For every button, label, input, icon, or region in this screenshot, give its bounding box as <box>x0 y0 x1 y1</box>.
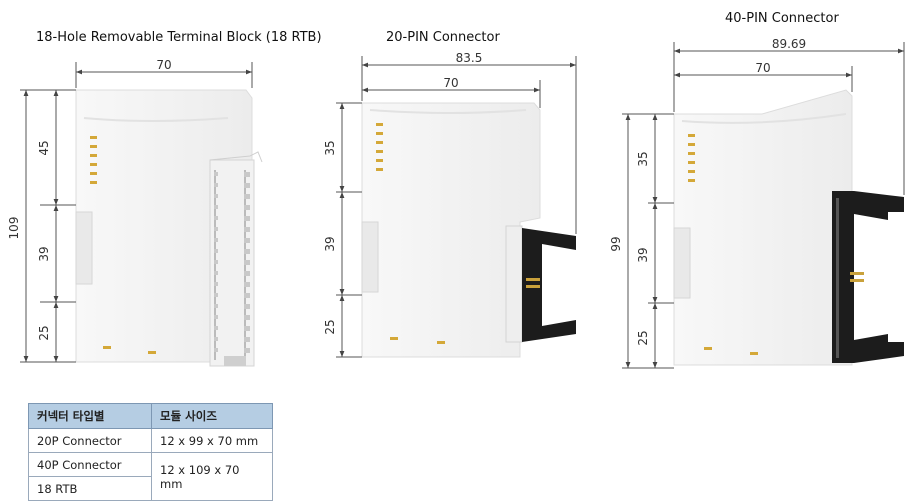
module-40pin <box>673 89 904 366</box>
dim-40pin-overall: 89.69 <box>772 37 806 51</box>
table-header-type: 커넥터 타입별 <box>28 403 152 429</box>
connector-20pin <box>522 228 576 342</box>
dimension-lines-40pin <box>622 42 905 369</box>
title-20pin: 20-PIN Connector <box>386 30 500 45</box>
table-header-row: 커넥터 타입별 모듈 사이즈 <box>28 403 273 429</box>
dim-20pin-seg-mid: 39 <box>323 236 337 251</box>
table-row: 40P Connector 12 x 109 x 70 mm <box>28 452 273 501</box>
dimension-diagram: 70 109 45 39 25 83.5 70 35 39 25 <box>7 37 905 369</box>
dim-rtb-seg-bot: 25 <box>37 325 51 340</box>
connector-40pin <box>832 191 904 363</box>
dim-rtb-width: 70 <box>156 58 171 72</box>
terminal-holes <box>214 170 250 366</box>
table-header-size: 모듈 사이즈 <box>151 403 273 429</box>
dimension-lines-20pin <box>336 56 577 358</box>
dim-20pin-seg-bot: 25 <box>323 319 337 334</box>
dim-40pin-height: 99 <box>609 236 623 251</box>
dim-40pin-seg-mid: 39 <box>636 247 650 262</box>
dimension-lines-rtb <box>20 62 253 363</box>
led-indicators <box>90 136 156 354</box>
table-cell-size: 12 x 109 x 70 mm <box>151 452 273 501</box>
dim-20pin-overall: 83.5 <box>456 51 483 65</box>
dim-rtb-height: 109 <box>7 217 21 240</box>
table-cell-size: 12 x 99 x 70 mm <box>151 428 273 453</box>
dim-rtb-seg-mid: 39 <box>37 246 51 261</box>
title-40pin: 40-PIN Connector <box>725 11 839 26</box>
module-20pin <box>361 102 576 358</box>
table-row: 20P Connector 12 x 99 x 70 mm <box>28 428 273 453</box>
table-row: 18 RTB <box>28 476 273 501</box>
module-rtb <box>75 89 263 367</box>
table-cell-type: 20P Connector <box>28 428 152 453</box>
dim-rtb-seg-top: 45 <box>37 140 51 155</box>
dim-20pin-width: 70 <box>443 76 458 90</box>
table-cell-type: 18 RTB <box>28 476 152 501</box>
dim-40pin-seg-top: 35 <box>636 151 650 166</box>
dim-40pin-width: 70 <box>755 61 770 75</box>
led-indicators <box>688 134 758 355</box>
dim-20pin-seg-top: 35 <box>323 140 337 155</box>
dim-40pin-seg-bot: 25 <box>636 330 650 345</box>
module-size-table: 커넥터 타입별 모듈 사이즈 20P Connector 12 x 99 x 7… <box>28 403 273 501</box>
led-indicators <box>376 123 445 344</box>
title-rtb: 18-Hole Removable Terminal Block (18 RTB… <box>36 30 322 45</box>
table-cell-type: 40P Connector <box>28 452 152 477</box>
